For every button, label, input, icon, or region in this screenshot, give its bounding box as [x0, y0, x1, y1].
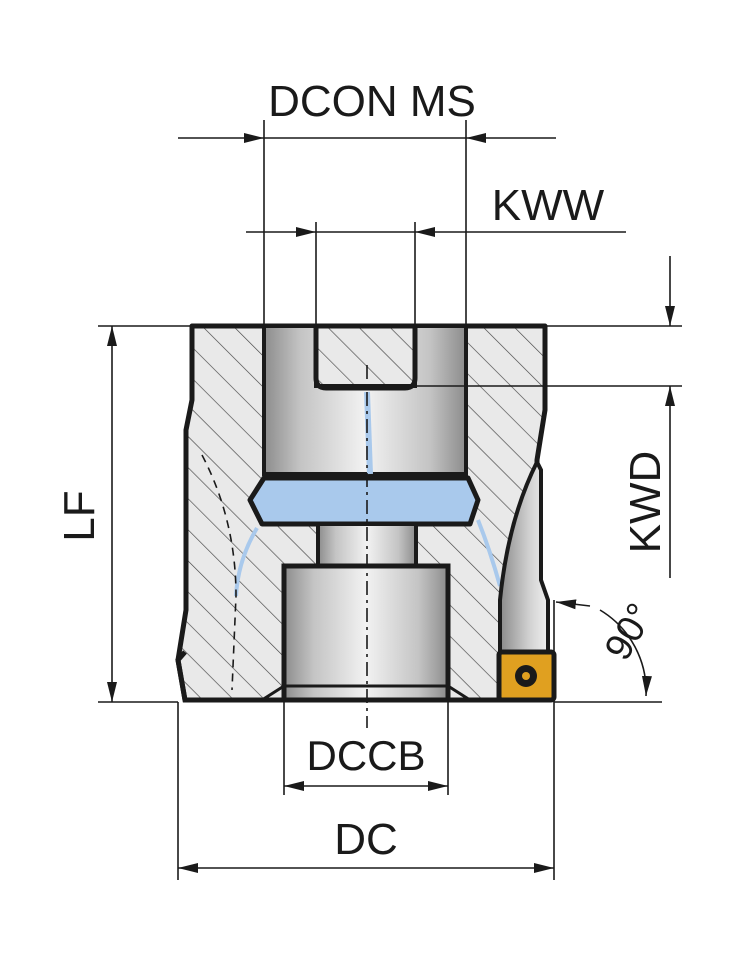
label-kww: KWW — [492, 181, 605, 230]
cutting-insert — [496, 649, 557, 703]
flute — [498, 457, 550, 657]
label-lf: LF — [55, 490, 104, 541]
label-angle: 90° — [597, 597, 662, 668]
label-dcon-ms: DCON MS — [268, 77, 476, 126]
label-kwd: KWD — [621, 451, 670, 554]
dimension-lines — [98, 120, 682, 880]
label-dccb: DCCB — [306, 732, 425, 779]
counterbore — [261, 563, 471, 703]
label-dc: DC — [334, 815, 398, 864]
coolant-chamber — [247, 475, 481, 527]
